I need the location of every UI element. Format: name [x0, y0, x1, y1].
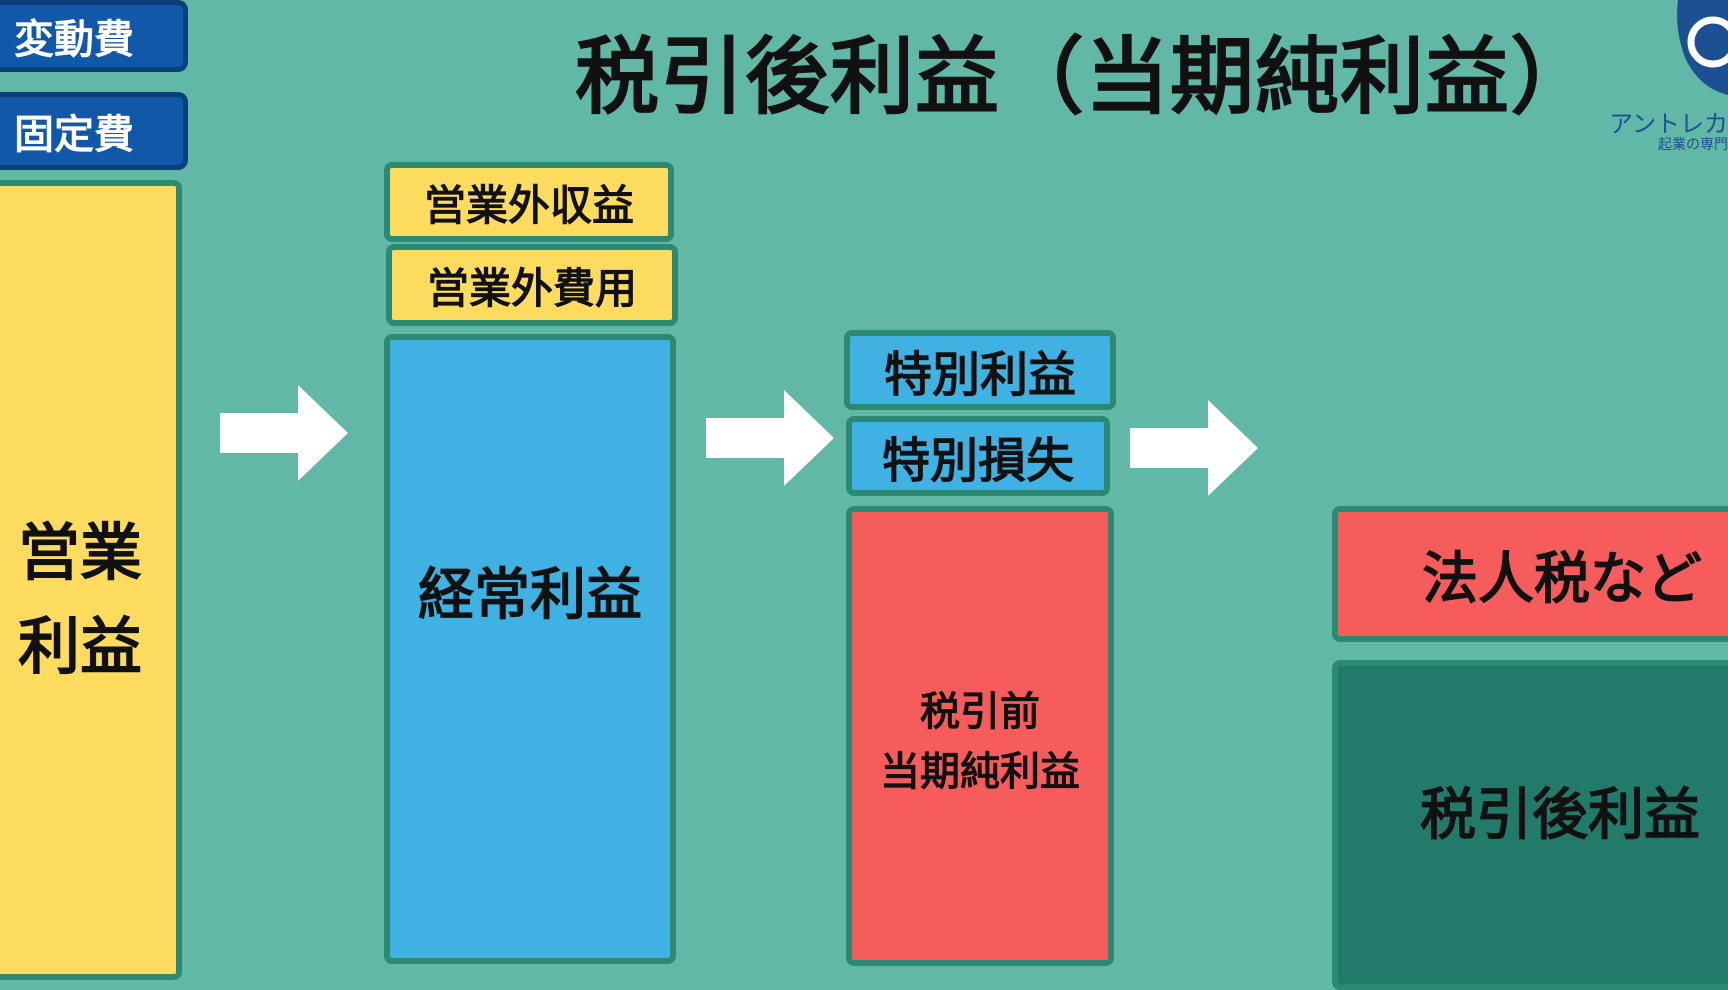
extraordinary-loss-block: 特別損失: [846, 416, 1110, 496]
arrow-right-icon: [220, 385, 348, 481]
operating-profit-line2: 利益: [18, 610, 143, 683]
fixed-cost-tag: 固定費: [0, 92, 188, 170]
variable-cost-tag: 変動費: [0, 0, 188, 72]
extraordinary-gain-block: 特別利益: [844, 330, 1116, 410]
pretax-line1: 税引前: [920, 689, 1040, 735]
page-title: 税引後利益（当期純利益）: [575, 28, 1596, 126]
operating-profit-block: 営業 利益: [0, 180, 182, 980]
arrow-right-icon: [706, 390, 834, 486]
pretax-line2: 当期純利益: [880, 749, 1080, 795]
pretax-profit-block: 税引前 当期純利益: [846, 506, 1114, 966]
non-operating-expense-block: 営業外費用: [386, 244, 678, 326]
corporate-tax-block: 法人税など: [1332, 506, 1728, 642]
logo-name: アントレカ: [1608, 110, 1728, 138]
arrow-right-icon: [1130, 400, 1258, 496]
after-tax-profit-block: 税引後利益: [1332, 660, 1728, 990]
ordinary-profit-block: 経常利益: [384, 334, 676, 964]
non-operating-income-block: 営業外収益: [384, 162, 674, 242]
operating-profit-line1: 営業: [18, 516, 143, 589]
logo-subtitle: 起業の専門: [1658, 137, 1728, 153]
company-logo-icon: [1677, 0, 1728, 95]
